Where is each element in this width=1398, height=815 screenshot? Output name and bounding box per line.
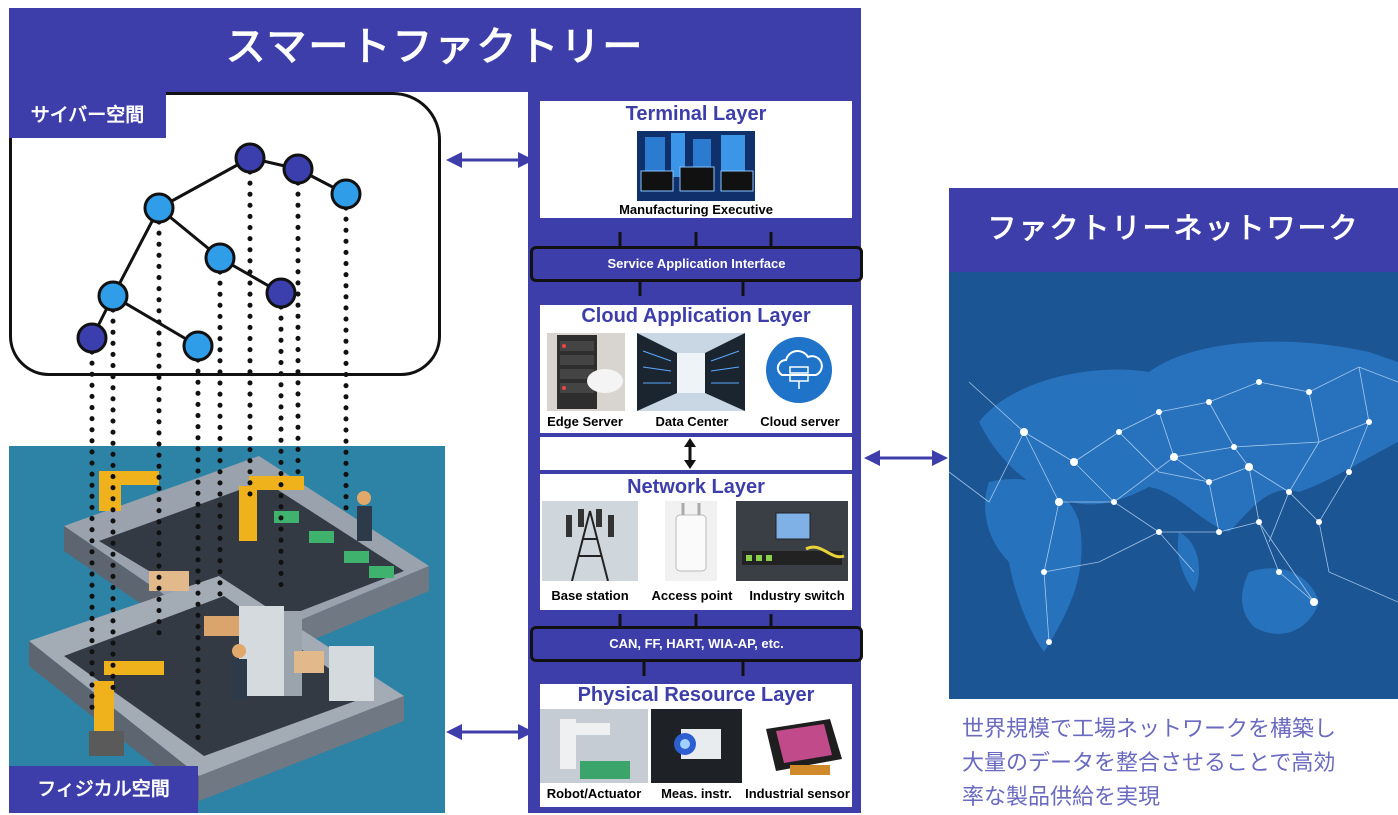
- graph-node: [282, 153, 314, 185]
- cyber-terminal-arrow-icon: [446, 152, 534, 168]
- access-point-image: [665, 501, 717, 581]
- protocol-bar: CAN, FF, HART, WIA-AP, etc.: [530, 626, 863, 662]
- monitor-icon: [637, 131, 755, 201]
- terminal-layer-caption: Manufacturing Executive: [619, 202, 773, 217]
- base-station-image: [542, 501, 638, 581]
- physical-space-label: フィジカル空間: [9, 766, 198, 813]
- monitor-image: [637, 131, 755, 201]
- measurement-instrument-image: [651, 709, 742, 783]
- graph-node: [97, 280, 129, 312]
- physical-item-label: Industrial sensor: [745, 786, 850, 801]
- data-center-icon: [637, 333, 745, 411]
- description-line: 大量のデータを整合させることで高効: [962, 751, 1336, 776]
- network-nodes: [1020, 379, 1372, 645]
- industry-switch-image: [736, 501, 848, 581]
- physical-item-label: Meas. instr.: [661, 786, 732, 801]
- terminal-layer-title: Terminal Layer: [625, 103, 767, 125]
- main-title: スマートファクトリー: [225, 24, 645, 70]
- graph-node: [143, 192, 175, 224]
- main-title-banner: スマートファクトリー: [9, 8, 861, 92]
- cloud-layer-title: Cloud Application Layer: [581, 305, 811, 327]
- projection-lines: [89, 169, 349, 748]
- graph-node: [234, 142, 266, 174]
- factory-network-banner: ファクトリーネットワーク: [949, 188, 1398, 272]
- graph-node: [182, 330, 214, 362]
- access-point-icon: [675, 503, 707, 572]
- cloud-item-label: Edge Server: [547, 414, 623, 429]
- cloud-layer-panel: Cloud Application Layer: [540, 305, 852, 433]
- cloud-server-icon: [766, 337, 832, 403]
- physical-layer-title: Physical Resource Layer: [577, 684, 815, 706]
- cloud-server-image: [760, 333, 838, 411]
- cloud-item-label: Data Center: [655, 414, 729, 429]
- graph-node: [204, 242, 236, 274]
- terminal-layer-panel: Terminal Layer Manufacturing Executive: [540, 101, 852, 218]
- network-switch-icon: [736, 501, 848, 581]
- cell-tower-icon: [542, 501, 638, 581]
- physical-layer-panel: Physical Resource Layer Robot/Actuator M…: [540, 684, 852, 807]
- network-item-label: Base station: [551, 588, 629, 603]
- factory-network-title: ファクトリーネットワーク: [987, 211, 1360, 245]
- network-factory-arrow-icon: [864, 450, 948, 466]
- cyber-space-label: サイバー空間: [9, 92, 166, 138]
- cloud-network-link: [540, 437, 852, 470]
- robot-actuator-image: [540, 709, 648, 783]
- network-layer-title: Network Layer: [627, 476, 765, 498]
- network-layer-panel: Network Layer Base stat: [540, 474, 852, 610]
- physical-resource-arrow-icon: [446, 724, 534, 740]
- graph-node: [330, 178, 362, 210]
- sensor-chip-icon: [766, 719, 842, 775]
- world-map-image: [949, 272, 1398, 699]
- graph-nodes: [76, 142, 362, 362]
- factory-illustration: [9, 446, 445, 813]
- physical-item-label: Robot/Actuator: [546, 786, 642, 801]
- graph-node: [76, 322, 108, 354]
- description-line: 世界規模で工場ネットワークを構築し: [962, 717, 1337, 742]
- protocol-connectors: [618, 614, 773, 676]
- network-item-label: Access point: [651, 588, 733, 603]
- description-line: 率な製品供給を実現: [962, 785, 1161, 810]
- robot-arm-icon: [540, 709, 648, 783]
- graph-node: [265, 277, 297, 309]
- world-network-map: [949, 272, 1398, 699]
- factory-drawing: [29, 456, 429, 801]
- industrial-sensor-image: [746, 709, 850, 783]
- data-center-image: [637, 333, 745, 411]
- cyber-physical-graph: [76, 142, 362, 748]
- interface-connectors: [618, 232, 773, 296]
- edge-server-image: [547, 333, 625, 411]
- vertical-double-arrow-icon: [684, 438, 696, 469]
- factory-network-description: 世界規模で工場ネットワークを構築し 大量のデータを整合させることで高効 率な製品…: [962, 713, 1392, 815]
- service-application-interface-bar: Service Application Interface: [530, 246, 863, 282]
- cloud-item-label: Cloud server: [760, 414, 840, 429]
- network-item-label: Industry switch: [749, 588, 845, 603]
- server-rack-icon: [557, 335, 623, 409]
- measurement-instrument-icon: [651, 709, 742, 783]
